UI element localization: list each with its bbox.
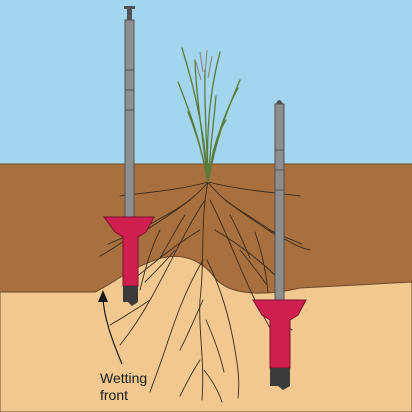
grass-seedhead xyxy=(195,49,213,81)
tensiometer-shallow-tube xyxy=(124,19,135,219)
sky xyxy=(0,0,412,175)
callout-arrow xyxy=(98,290,123,365)
tensiometer-shallow-cap xyxy=(127,8,132,20)
tensiometer-deep xyxy=(252,100,307,390)
plant-roots xyxy=(99,181,311,403)
wetting-front-label: Wetting front xyxy=(100,370,147,404)
dry-soil xyxy=(0,164,412,300)
tensiometer-shallow xyxy=(103,6,155,306)
wetting-front-label-line2: front xyxy=(100,387,129,403)
tensiometer-deep-tip xyxy=(270,368,290,390)
tensiometer-deep-tube xyxy=(274,103,285,301)
tensiometer-deep-cap xyxy=(276,100,283,104)
wetting-front-label-line1: Wetting xyxy=(100,370,148,386)
tensiometer-shallow-tip xyxy=(123,286,138,306)
grass-plant xyxy=(177,47,241,183)
